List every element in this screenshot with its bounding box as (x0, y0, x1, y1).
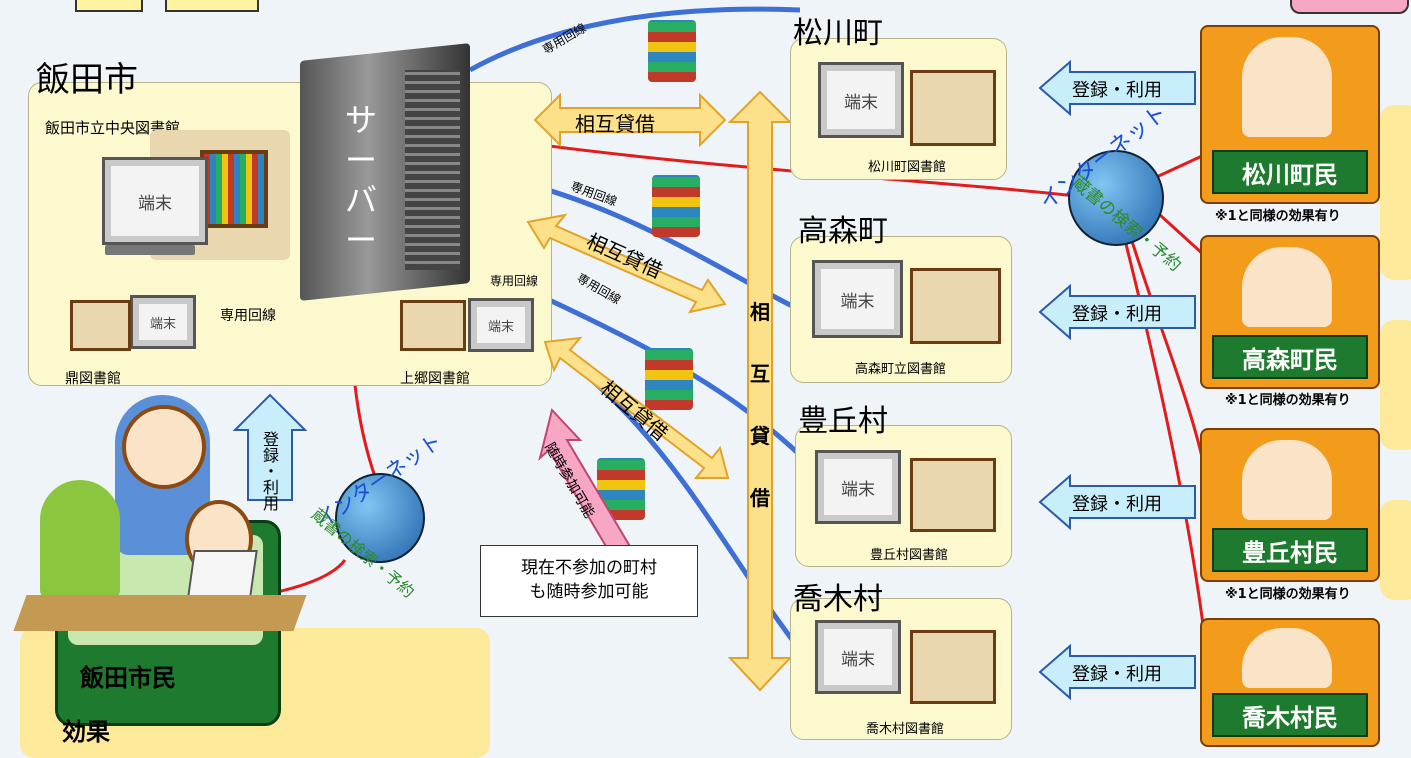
register-label-iida: 登 録 ・ 利 用 (258, 432, 284, 512)
toyooka-library-label: 豊丘村図書館 (870, 548, 949, 563)
register-iida-char-5: 用 (262, 494, 279, 513)
books-icon-1 (648, 20, 696, 82)
register-iida-char-2: 録 (262, 446, 279, 465)
takagi-resident-person (1242, 628, 1332, 688)
toyooka-terminal-label: 端末 (841, 479, 875, 500)
iida-table (13, 595, 307, 631)
books-icon-2 (652, 175, 700, 237)
matsukawa-terminal: 端末 (818, 62, 904, 138)
kanae-dedicated-line-label: 専用回線 (220, 308, 276, 324)
central-keyboard (105, 245, 195, 255)
kanae-terminal: 端末 (130, 295, 196, 349)
takagi-library-label: 喬木村図書館 (866, 722, 945, 737)
globe-icon-right (1068, 150, 1164, 246)
toyooka-resident-person (1242, 440, 1332, 520)
takamori-resident-box: 高森町民 (1200, 235, 1380, 389)
register-label-matsukawa: 登録・利用 (1072, 80, 1162, 101)
iida-child-1 (40, 480, 120, 600)
takagi-shelf (910, 630, 996, 704)
loan-vertical-char-4: 借 (750, 486, 770, 510)
register-arrow-iida (232, 393, 308, 501)
line-server-matsukawa (468, 6, 801, 73)
register-label-takagi: 登録・利用 (1072, 664, 1162, 685)
matsukawa-library-label: 松川町図書館 (868, 160, 947, 175)
takamori-terminal-label: 端末 (840, 291, 875, 312)
loan-vertical-char-2: 互 (750, 362, 770, 386)
kanae-shelf (70, 300, 131, 351)
loan-vertical-char-1: 相 (750, 300, 770, 324)
server-face (405, 70, 460, 270)
same-effect-note-2: ※1と同様の効果有り (1225, 393, 1351, 408)
not-participating-line-1: 現在不参加の町村 (521, 558, 657, 578)
matsukawa-shelf (910, 70, 996, 146)
register-arrow-takamori (1038, 283, 1196, 341)
takagi-resident-plate: 喬木村民 (1212, 693, 1368, 737)
loan-arrow-vertical (727, 90, 793, 692)
central-library-label: 飯田市立中央図書館 (45, 119, 181, 137)
books-icon-3 (645, 348, 693, 410)
same-effect-note-1: ※1と同様の効果有り (1215, 209, 1341, 224)
right-effect-panel-3 (1380, 500, 1411, 600)
takagi-resident-box: 喬木村民 (1200, 618, 1380, 747)
register-arrow-matsukawa (1038, 59, 1196, 117)
globe-icon-iida (335, 473, 425, 563)
takagi-terminal: 端末 (815, 620, 901, 694)
kamisato-terminal-label: 端末 (487, 319, 514, 335)
register-iida-char-4: 利 (262, 478, 279, 497)
inet-globe-toyooka (1128, 234, 1207, 471)
takamori-shelf (910, 268, 1001, 344)
effect-label: 効果 (62, 718, 110, 746)
iida-mother-head (122, 405, 206, 489)
kamisato-shelf (400, 300, 466, 351)
top-right-tab (1290, 0, 1409, 14)
register-label-takamori: 登録・利用 (1072, 304, 1162, 325)
takamori-library-label: 高森町立図書館 (855, 362, 947, 377)
toyooka-terminal: 端末 (815, 450, 901, 524)
not-participating-line-2: も随時参加可能 (529, 582, 649, 602)
not-participating-box: 現在不参加の町村 も随時参加可能 (480, 545, 698, 617)
takamori-resident-plate: 高森町民 (1212, 335, 1368, 379)
kanae-terminal-label: 端末 (149, 316, 176, 332)
toyooka-resident-plate: 豊丘村民 (1212, 528, 1368, 572)
loan-label-horizontal: 相互貸借 (575, 112, 655, 136)
server-label: サーバー (344, 101, 377, 259)
toyooka-resident-box: 豊丘村民 (1200, 428, 1380, 582)
loan-arrow-diagonal-2 (543, 336, 730, 479)
loan-arrow-diagonal-1 (526, 213, 727, 314)
matsukawa-terminal-label: 端末 (844, 92, 878, 113)
takagi-title: 喬木村 (793, 582, 883, 617)
takamori-title: 高森町 (798, 214, 888, 249)
loan-vertical-char-3: 貸 (750, 424, 770, 448)
matsukawa-title: 松川町 (793, 16, 883, 51)
takamori-resident-person (1242, 247, 1332, 327)
right-effect-panel-2 (1380, 320, 1411, 450)
iida-city-title: 飯田市 (36, 60, 138, 100)
iida-residents-label: 飯田市民 (80, 664, 176, 692)
matsukawa-resident-box: 松川町民 (1200, 25, 1380, 204)
dedicated-line-label-3: 専用回線 (490, 274, 539, 288)
takagi-terminal-label: 端末 (841, 649, 875, 670)
kamisato-terminal: 端末 (468, 298, 534, 352)
register-arrow-toyooka (1038, 473, 1196, 531)
central-terminal-label: 端末 (138, 193, 172, 214)
kanae-library-label: 鼎図書館 (65, 371, 121, 387)
matsukawa-resident-plate: 松川町民 (1212, 150, 1368, 194)
right-effect-panel-1 (1380, 105, 1411, 280)
toyooka-title: 豊丘村 (798, 404, 888, 439)
top-left-tab-1 (75, 0, 143, 12)
top-left-tab-2 (165, 0, 259, 12)
kamisato-library-label: 上郷図書館 (400, 371, 470, 387)
same-effect-note-3: ※1と同様の効果有り (1225, 587, 1351, 602)
takamori-terminal: 端末 (812, 260, 903, 338)
register-label-toyooka: 登録・利用 (1072, 494, 1162, 515)
register-iida-char-3: ・ (262, 462, 279, 481)
central-terminal: 端末 (102, 157, 208, 245)
matsukawa-resident-person (1242, 37, 1332, 137)
register-arrow-takagi (1038, 643, 1196, 701)
register-iida-char-1: 登 (262, 430, 279, 449)
toyooka-shelf (910, 458, 996, 532)
loan-arrow-horizontal (533, 92, 727, 148)
